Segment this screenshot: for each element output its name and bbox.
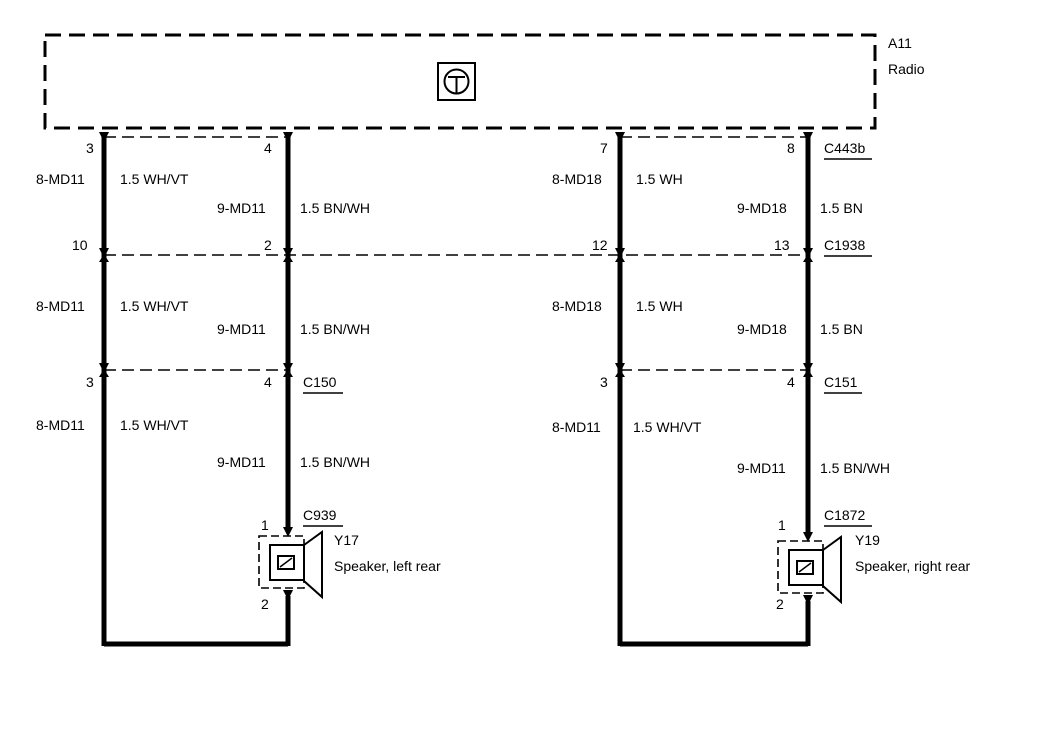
wire-color-label: 1.5 WH [636,298,683,314]
wire-color-label: 1.5 WH/VT [120,298,189,314]
connector-label-c1872: C1872 [824,507,865,523]
left-wire-9-md11 [283,132,293,646]
wire-color-label: 1.5 BN/WH [820,460,890,476]
speaker-icon [777,535,842,605]
pin-label: 2 [264,237,272,253]
pin-label: 3 [600,374,608,390]
wire-color-label: 1.5 WH/VT [120,171,189,187]
pin-label: 3 [86,374,94,390]
module-id: A11 [888,35,912,51]
circuit-label: 9-MD18 [737,321,787,337]
pin-label: 12 [592,237,608,253]
pin-label: 2 [261,596,269,612]
pin-label: 4 [264,374,272,390]
pin-label: 1 [261,517,269,533]
speaker-name: Speaker, right rear [855,558,971,574]
module-name: Radio [888,61,925,77]
connector-label-c150: C150 [303,374,337,390]
wire-color-label: 1.5 BN [820,200,863,216]
wire-color-label: 1.5 WH/VT [120,417,189,433]
pin-label: 3 [86,140,94,156]
connector-label-c939: C939 [303,507,337,523]
circuit-label: 8-MD11 [36,298,85,314]
connector-label-c1938: C1938 [824,237,865,253]
radio-module-box [43,33,877,130]
circuit-label: 8-MD11 [36,417,85,433]
pin-label: 7 [600,140,608,156]
pin-label: 4 [787,374,795,390]
wire-color-label: 1.5 WH [636,171,683,187]
pin-label: 13 [774,237,790,253]
wire-color-label: 1.5 BN/WH [300,321,370,337]
right-wire-9-md18 [803,132,813,646]
circuit-label: 9-MD11 [217,321,266,337]
left-wire-8-md11 [99,132,288,647]
speaker-name: Speaker, left rear [334,558,441,574]
right-wire-8-md18 [615,132,808,647]
wire-color-label: 1.5 BN [820,321,863,337]
wire-color-label: 1.5 BN/WH [300,200,370,216]
speaker-id: Y17 [334,532,359,548]
circuit-label: 8-MD11 [36,171,85,187]
circuit-label: 9-MD18 [737,200,787,216]
connector-label-c443b: C443b [824,140,865,156]
pin-label: 2 [776,596,784,612]
speaker-icon [258,530,323,600]
circuit-label: 8-MD18 [552,298,602,314]
pin-label: 10 [72,237,88,253]
circuit-label: 9-MD11 [217,454,266,470]
circuit-label: 9-MD11 [217,200,266,216]
radio-symbol-icon [437,62,476,101]
speaker-id: Y19 [855,532,880,548]
circuit-label: 8-MD11 [552,419,601,435]
circuit-label: 8-MD18 [552,171,602,187]
connector-label-c151: C151 [824,374,858,390]
pin-label: 1 [778,517,786,533]
circuit-label: 9-MD11 [737,460,786,476]
pin-label: 4 [264,140,272,156]
pin-label: 8 [787,140,795,156]
wire-color-label: 1.5 WH/VT [633,419,702,435]
wire-color-label: 1.5 BN/WH [300,454,370,470]
